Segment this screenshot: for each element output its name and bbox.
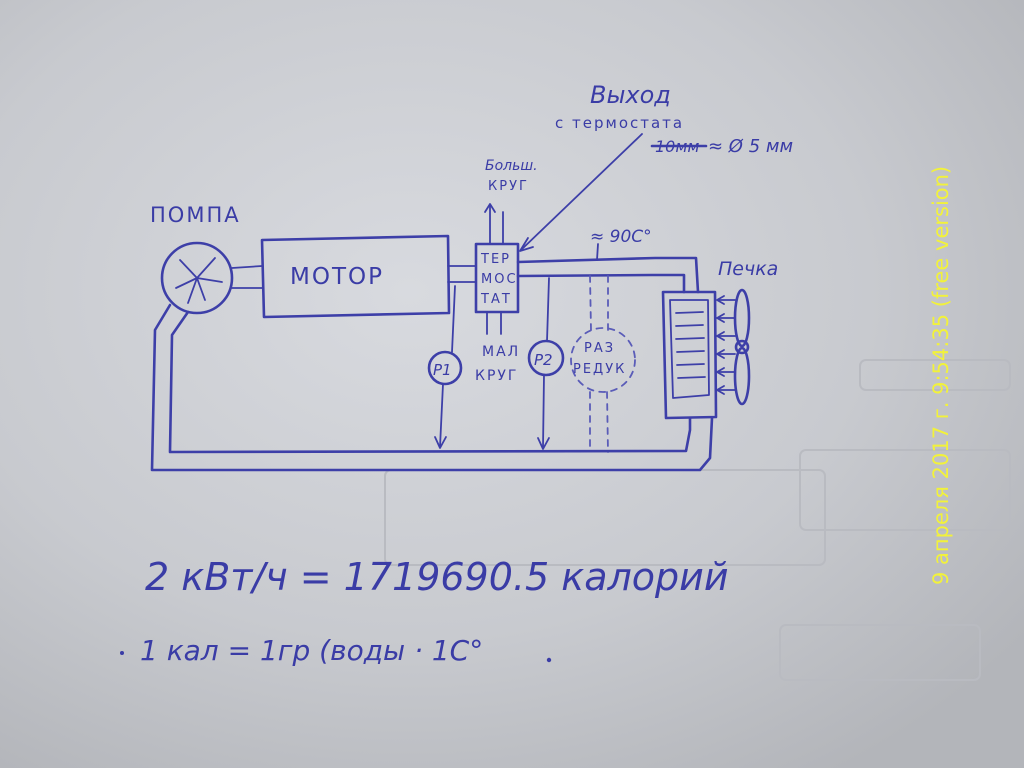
outlet-size-label: ≈ Ø 5 мм: [708, 136, 793, 157]
temperature-label: ≈ 90С°: [590, 227, 652, 247]
breaker-label-2: РЕДУК: [573, 362, 626, 377]
thermostat-label-1: ТЕР: [480, 252, 511, 267]
pressure-breaker: РАЗ РЕДУК: [570, 275, 636, 453]
motor: МОТОР: [260, 234, 451, 319]
timestamp-watermark: 9 апреля 2017 г. 9:54:35 (free version): [929, 166, 953, 585]
small-circle-label-1: МАЛ: [482, 344, 520, 360]
gauge-p1-label: P1: [433, 361, 452, 379]
fan-icon: [733, 288, 751, 406]
outlet-label-2: с термостата: [555, 114, 684, 132]
thermostat-label-2: МОС: [481, 272, 518, 287]
ink-dot: [546, 657, 552, 663]
big-circle-outlet: [484, 203, 504, 245]
heater-label: Печка: [718, 258, 778, 280]
pump-motor-shaft: [231, 265, 263, 289]
impeller-icon: [175, 257, 223, 304]
outlet-annotation: Выход с термостата 10мм ≈ Ø 5 мм: [519, 81, 793, 252]
hot-line: [516, 256, 700, 294]
motor-thermostat-pipes: [447, 265, 477, 283]
temperature-annotation: ≈ 90С°: [590, 227, 652, 261]
outlet-pointer-arrow: [520, 133, 643, 251]
radiator-fins: [675, 311, 706, 379]
return-loop: [150, 303, 714, 472]
outlet-arrow-head: [519, 237, 534, 252]
calorie-formula: 1 кал = 1гр (воды · 1С°: [140, 634, 483, 667]
breaker-label-1: РАЗ: [584, 341, 615, 356]
motor-label: МОТОР: [290, 264, 384, 290]
airflow-arrows: [716, 295, 736, 395]
thermostat-label-3: ТАТ: [480, 292, 512, 307]
heater-radiator: Печка: [661, 258, 778, 420]
gauge-p2-label: P2: [534, 351, 553, 369]
small-circle-outlet: [486, 311, 502, 335]
big-circle-label-2: КРУГ: [488, 179, 529, 194]
gauge-p1: P1: [427, 285, 463, 449]
ink-dot: [120, 651, 124, 655]
pump: ПОМПА: [150, 203, 241, 315]
pump-label: ПОМПА: [150, 203, 241, 227]
outlet-label-1: Выход: [590, 81, 671, 109]
small-circle-label-2: КРУГ: [475, 368, 518, 384]
gauge-p2: P2: [527, 277, 565, 450]
power-formula: 2 кВт/ч = 1719690.5 калорий: [145, 555, 729, 599]
thermostat: ТЕР МОС ТАТ: [474, 242, 520, 314]
big-circle-label-1: Больш.: [485, 158, 538, 174]
